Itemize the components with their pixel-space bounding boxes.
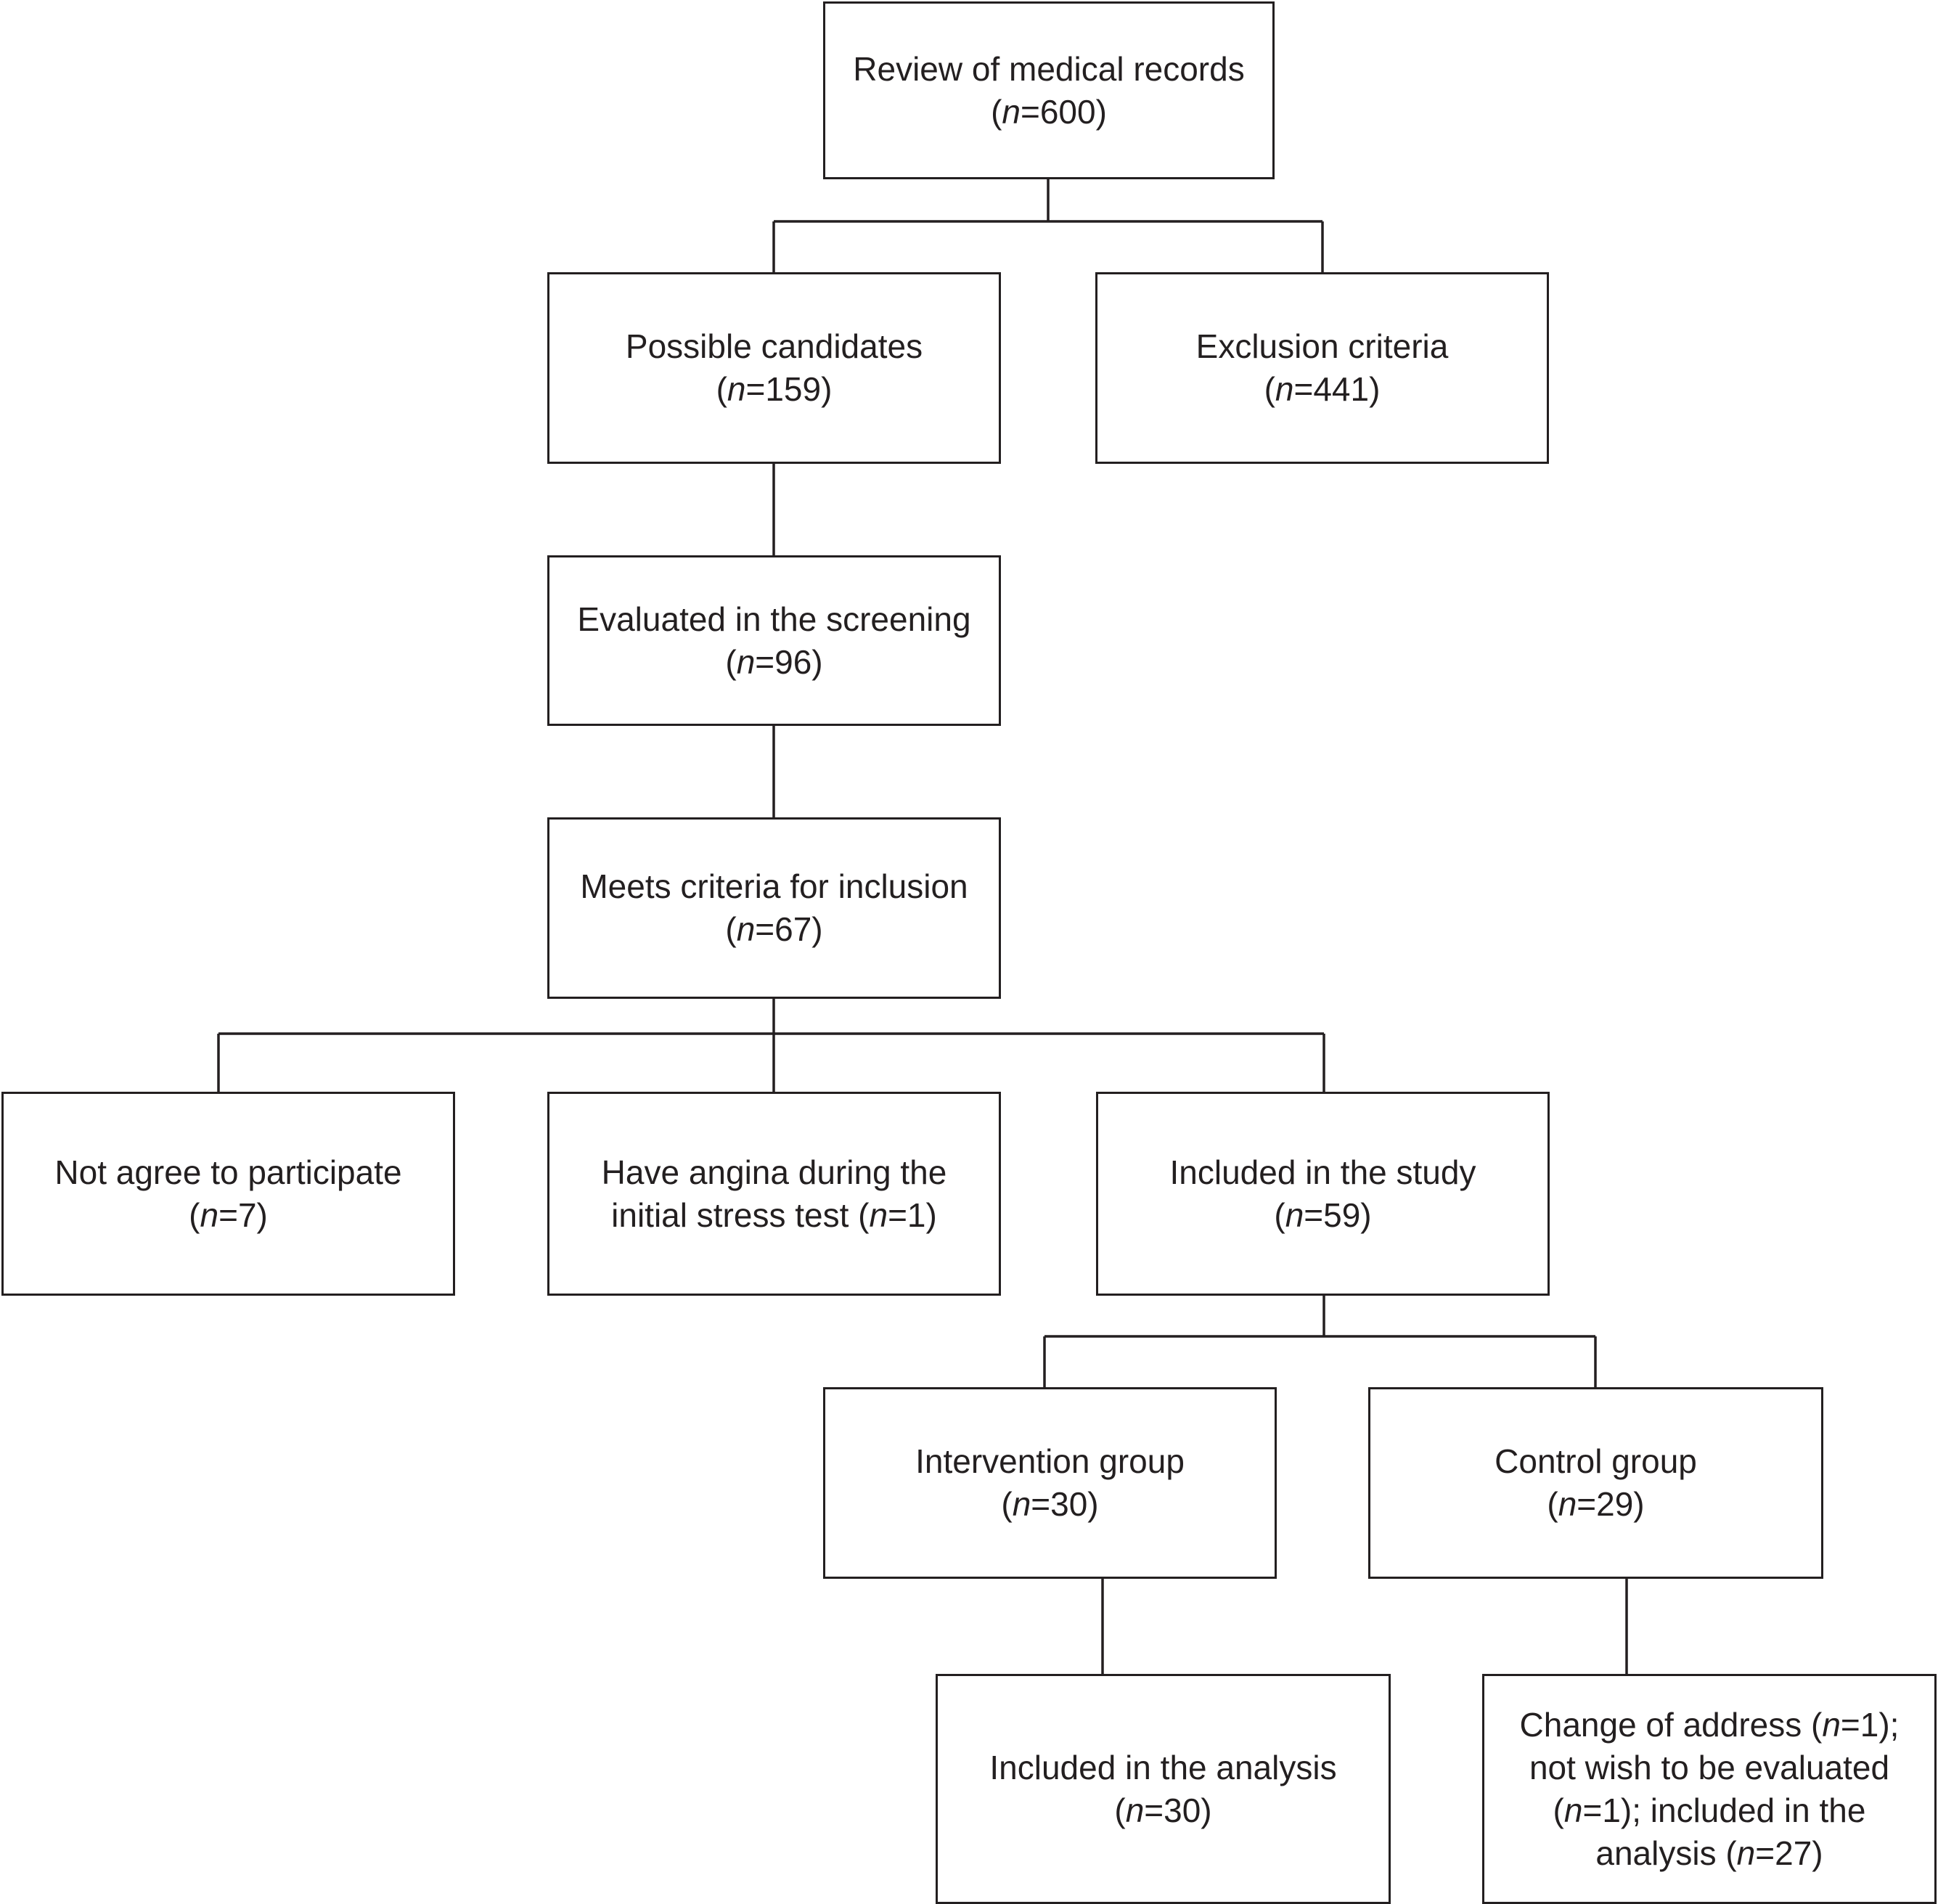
text-segment: =159) xyxy=(745,370,833,408)
box-not-agree-to-participate: Not agree to participate(n=7) xyxy=(1,1092,455,1296)
text-segment: ( xyxy=(725,642,737,681)
box-text-line: (n=600) xyxy=(991,91,1107,134)
text-segment: =600) xyxy=(1020,92,1107,131)
box-text-line: (n=7) xyxy=(189,1194,268,1237)
n-symbol: n xyxy=(727,370,746,408)
n-symbol: n xyxy=(1002,92,1021,131)
n-symbol: n xyxy=(1736,1834,1756,1872)
n-symbol: n xyxy=(200,1196,219,1234)
box-text-line: analysis (n=27) xyxy=(1595,1832,1823,1875)
box-text-line: Not agree to participate xyxy=(54,1151,401,1194)
box-exclusion-criteria: Exclusion criteria(n=441) xyxy=(1095,272,1549,464)
text-segment: initial stress test ( xyxy=(611,1196,870,1234)
box-review-medical-records: Review of medical records(n=600) xyxy=(823,1,1275,179)
text-segment: =441) xyxy=(1293,370,1381,408)
box-text-line: (n=29) xyxy=(1547,1483,1644,1526)
text-segment: ( xyxy=(189,1196,200,1234)
box-text-line: Evaluated in the screening xyxy=(577,598,970,641)
box-included-in-study: Included in the study(n=59) xyxy=(1096,1092,1550,1296)
n-symbol: n xyxy=(1275,370,1294,408)
box-text-line: (n=96) xyxy=(725,641,822,684)
box-text-line: Change of address (n=1); xyxy=(1520,1704,1900,1746)
text-segment: =27) xyxy=(1755,1834,1823,1872)
box-text-line: not wish to be evaluated xyxy=(1529,1746,1889,1789)
text-segment: Included in the study xyxy=(1169,1153,1476,1191)
text-segment: ( xyxy=(1274,1196,1285,1234)
text-segment: ( xyxy=(1547,1485,1558,1523)
text-segment: Possible candidates xyxy=(625,327,923,365)
text-segment: =67) xyxy=(755,910,823,948)
box-control-outcome: Change of address (n=1);not wish to be e… xyxy=(1482,1674,1937,1904)
text-segment: Review of medical records xyxy=(853,49,1245,88)
box-control-group: Control group(n=29) xyxy=(1368,1387,1823,1579)
box-intervention-included-in-analysis: Included in the analysis(n=30) xyxy=(936,1674,1391,1904)
text-segment: Meets criteria for inclusion xyxy=(580,867,968,905)
box-text-line: Review of medical records xyxy=(853,48,1244,91)
text-segment: =29) xyxy=(1577,1485,1645,1523)
text-segment: not wish to be evaluated xyxy=(1529,1748,1890,1786)
box-intervention-group: Intervention group(n=30) xyxy=(823,1387,1277,1579)
box-text-line: (n=30) xyxy=(1001,1483,1098,1526)
box-text-line: Included in the analysis xyxy=(989,1746,1336,1789)
text-segment: ( xyxy=(1001,1485,1013,1523)
box-text-line: (n=159) xyxy=(716,368,833,411)
box-meets-inclusion-criteria: Meets criteria for inclusion(n=67) xyxy=(547,817,1001,999)
n-symbol: n xyxy=(1125,1791,1145,1829)
text-segment: =1) xyxy=(888,1196,937,1234)
text-segment: =7) xyxy=(218,1196,268,1234)
n-symbol: n xyxy=(736,910,756,948)
text-segment: ( xyxy=(1553,1791,1564,1829)
box-possible-candidates: Possible candidates(n=159) xyxy=(547,272,1001,464)
box-text-line: Exclusion criteria xyxy=(1196,325,1449,368)
box-text-line: (n=1); included in the xyxy=(1553,1789,1866,1832)
n-symbol: n xyxy=(1563,1791,1583,1829)
box-text-line: Included in the study xyxy=(1170,1151,1476,1194)
box-text-line: Have angina during the xyxy=(602,1151,947,1194)
text-segment: ( xyxy=(1264,370,1275,408)
n-symbol: n xyxy=(1558,1485,1577,1523)
text-segment: =96) xyxy=(755,642,823,681)
box-text-line: Meets criteria for inclusion xyxy=(580,865,968,908)
text-segment: =1); xyxy=(1840,1705,1900,1744)
text-segment: =30) xyxy=(1031,1485,1099,1523)
text-segment: Not agree to participate xyxy=(54,1153,402,1191)
text-segment: ( xyxy=(1114,1791,1126,1829)
text-segment: ( xyxy=(716,370,727,408)
box-text-line: (n=59) xyxy=(1274,1194,1371,1237)
n-symbol: n xyxy=(1012,1485,1031,1523)
text-segment: Evaluated in the screening xyxy=(577,600,971,638)
box-text-line: initial stress test (n=1) xyxy=(611,1194,937,1237)
box-text-line: Possible candidates xyxy=(626,325,923,368)
n-symbol: n xyxy=(1285,1196,1304,1234)
box-evaluated-in-screening: Evaluated in the screening(n=96) xyxy=(547,555,1001,726)
n-symbol: n xyxy=(736,642,756,681)
box-text-line: (n=67) xyxy=(725,908,822,951)
box-text-line: Intervention group xyxy=(915,1440,1185,1483)
text-segment: ( xyxy=(725,910,737,948)
text-segment: =30) xyxy=(1144,1791,1212,1829)
text-segment: Exclusion criteria xyxy=(1195,327,1449,365)
text-segment: Intervention group xyxy=(915,1442,1185,1480)
n-symbol: n xyxy=(869,1196,888,1234)
text-segment: Included in the analysis xyxy=(989,1748,1337,1786)
text-segment: Have angina during the xyxy=(601,1153,947,1191)
text-segment: Control group xyxy=(1495,1442,1697,1480)
text-segment: Change of address ( xyxy=(1519,1705,1823,1744)
box-text-line: (n=441) xyxy=(1264,368,1381,411)
text-segment: ( xyxy=(991,92,1002,131)
text-segment: analysis ( xyxy=(1595,1834,1737,1872)
n-symbol: n xyxy=(1822,1705,1841,1744)
box-text-line: (n=30) xyxy=(1114,1789,1211,1832)
text-segment: =1); included in the xyxy=(1582,1791,1866,1829)
text-segment: =59) xyxy=(1304,1196,1372,1234)
box-text-line: Control group xyxy=(1495,1440,1697,1483)
